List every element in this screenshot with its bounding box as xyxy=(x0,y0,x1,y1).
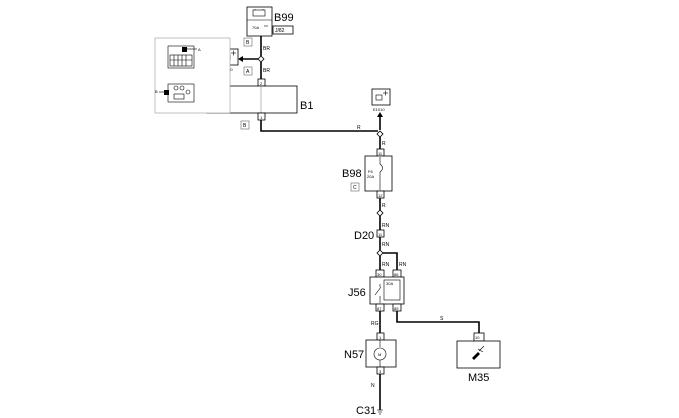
j56-pin-86: 86 xyxy=(394,272,399,277)
battery-icon xyxy=(252,9,266,17)
n57-pin-top: 1 xyxy=(379,335,382,340)
b98-fuse-name: F6 xyxy=(368,169,373,174)
svg-text:M: M xyxy=(378,352,381,357)
splice-right xyxy=(376,130,384,138)
b98-pin-top: 11 xyxy=(378,151,383,156)
j56-rating: 30A xyxy=(386,281,393,286)
splice-d20 xyxy=(376,249,384,257)
e1010-right: E1010 xyxy=(371,88,391,112)
inset-label-b: B xyxy=(155,89,158,94)
inset-fuse-layout: A B xyxy=(154,37,231,114)
n57-body xyxy=(365,339,397,368)
wire-color-b99-down: BR xyxy=(263,46,270,52)
wire-color-j56-86: RN xyxy=(399,262,407,268)
ground-battery-icon-right xyxy=(375,94,383,101)
e1010-right-label: E1010 xyxy=(373,107,385,112)
wire-color-j56-85: S xyxy=(440,316,444,322)
inset-label-a: A xyxy=(198,47,201,52)
n57-label: N57 xyxy=(344,349,364,361)
b99-fuse-box: 70A xyxy=(246,6,273,37)
fuse-icon xyxy=(379,157,383,190)
b99-fuse-rating: 70A xyxy=(252,25,259,30)
j56-label: J56 xyxy=(348,287,366,299)
j56-pin-85: 85 xyxy=(394,306,399,311)
wire-color-to-b98: R xyxy=(382,141,386,147)
b99-ref: J/82 xyxy=(275,28,285,34)
j56-pin-87: 87 xyxy=(377,306,382,311)
j56-pin-30: 30 xyxy=(377,272,382,277)
wire-color-to-d20: RN xyxy=(382,223,390,229)
b98-label: B98 xyxy=(342,168,362,180)
b1-pin-top: 2 xyxy=(260,81,263,86)
wire-color-b1-out: R xyxy=(357,125,361,131)
n57-pin-bottom: 3 xyxy=(379,369,382,374)
splice-b99 xyxy=(257,55,265,63)
wire-color-d20-out: RN xyxy=(382,242,390,248)
relay-switch-icon xyxy=(374,286,382,296)
b99-label: B99 xyxy=(274,12,294,24)
wire-color-j56-87: RG xyxy=(371,321,379,327)
m35-label: M35 xyxy=(468,372,489,384)
d20-pin: 11 xyxy=(378,232,383,237)
wire-color-b99-b1: BR xyxy=(263,68,270,74)
location-tag-b1: B xyxy=(243,123,247,129)
wire-color-j56-30: RN xyxy=(382,262,390,268)
b98-pin-bottom: 12 xyxy=(378,193,383,198)
location-tag-e1010: A xyxy=(246,69,250,75)
m35-pin: 10 xyxy=(475,335,480,340)
b98-body xyxy=(364,155,393,192)
c31-label: C31 xyxy=(356,405,376,417)
b98-fuse-rating: 20A xyxy=(367,174,374,179)
actuator-icon xyxy=(472,345,485,360)
arrow-left-icon xyxy=(238,56,243,62)
j56-body xyxy=(369,276,405,305)
location-tag-b99: B xyxy=(246,40,250,46)
splice-b98 xyxy=(376,209,384,217)
wire-color-b98-out: R xyxy=(382,203,386,209)
location-tag-b98: C xyxy=(353,185,357,191)
d20-label: D20 xyxy=(354,230,374,242)
wire-color-n57-out: N xyxy=(371,383,375,389)
b1-label: B1 xyxy=(300,100,313,112)
b1-pin-bottom: 1 xyxy=(260,115,263,120)
arrow-up-icon xyxy=(377,112,383,117)
ground-icon xyxy=(377,409,383,415)
